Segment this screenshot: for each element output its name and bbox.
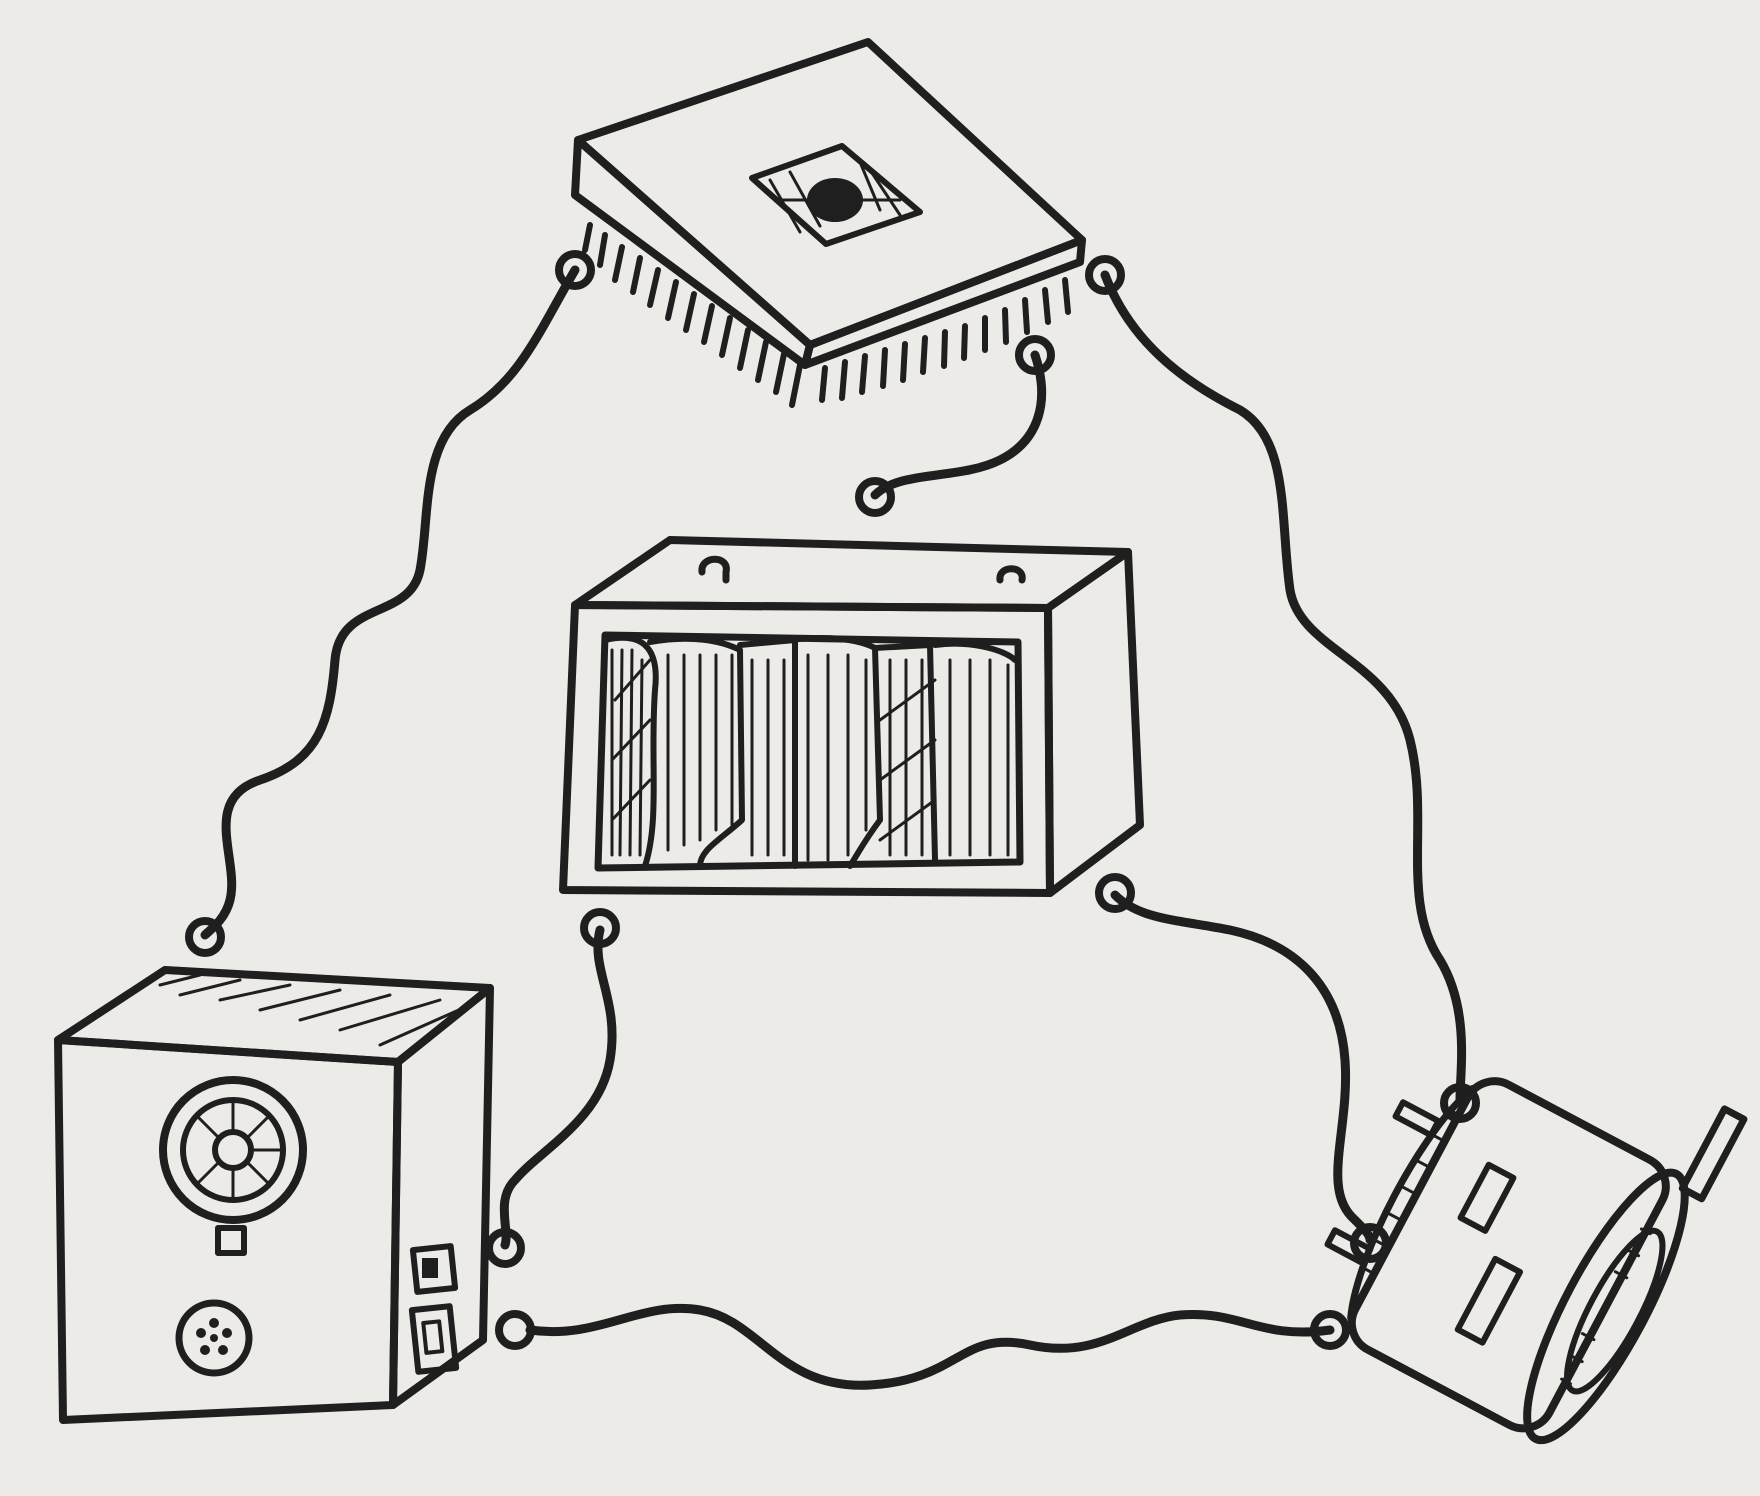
terminal-ring bbox=[555, 250, 595, 290]
wire-chip-to-speaker bbox=[200, 265, 580, 940]
wire-speaker-to-motor bbox=[525, 1303, 1335, 1390]
wire-capacitor-to-speaker bbox=[499, 925, 617, 1250]
terminal-ring bbox=[855, 477, 895, 517]
terminal-ring bbox=[580, 908, 620, 948]
speaker-icon bbox=[54, 966, 494, 1424]
wire-chip-to-capacitor bbox=[870, 350, 1046, 500]
terminal-ring bbox=[485, 1228, 525, 1268]
wire-terminals bbox=[185, 250, 1480, 1350]
terminal-ring bbox=[1095, 873, 1135, 913]
terminal-ring bbox=[1015, 335, 1055, 375]
terminal-ring bbox=[1085, 255, 1125, 295]
wire-chip-to-motor bbox=[1100, 270, 1467, 1105]
ic-chip-icon bbox=[571, 38, 1086, 408]
wires bbox=[200, 265, 1467, 1390]
terminal-ring bbox=[185, 917, 225, 957]
motor-icon bbox=[1324, 1077, 1748, 1445]
wire-capacitor-to-motor bbox=[1110, 890, 1375, 1245]
capacitor-icon bbox=[559, 536, 1144, 897]
terminal-ring bbox=[1310, 1310, 1350, 1350]
terminal-ring bbox=[495, 1310, 535, 1350]
